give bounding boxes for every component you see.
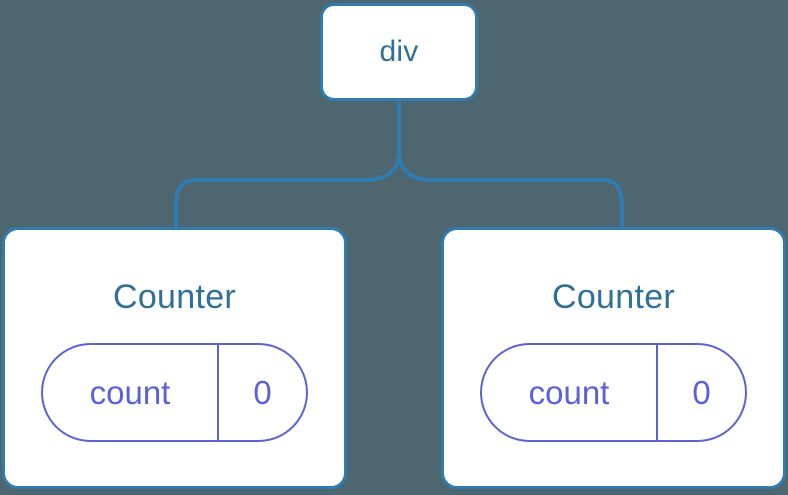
state-value-right: 0 <box>656 345 745 440</box>
node-counter-left-label: Counter <box>112 278 237 316</box>
node-counter-left[interactable]: Counter count 0 <box>2 227 347 489</box>
state-pill-left[interactable]: count 0 <box>41 343 308 442</box>
node-root-div[interactable]: div <box>320 3 478 101</box>
connector-left-branch <box>174 98 401 231</box>
state-value-left: 0 <box>217 345 306 440</box>
state-pill-right[interactable]: count 0 <box>480 343 747 442</box>
connector-right-branch <box>397 98 624 231</box>
state-key-left: count <box>89 374 171 411</box>
state-key-right: count <box>528 374 610 411</box>
node-root-label: div <box>379 35 419 68</box>
node-counter-right-label: Counter <box>551 278 676 316</box>
node-counter-right[interactable]: Counter count 0 <box>441 227 786 489</box>
